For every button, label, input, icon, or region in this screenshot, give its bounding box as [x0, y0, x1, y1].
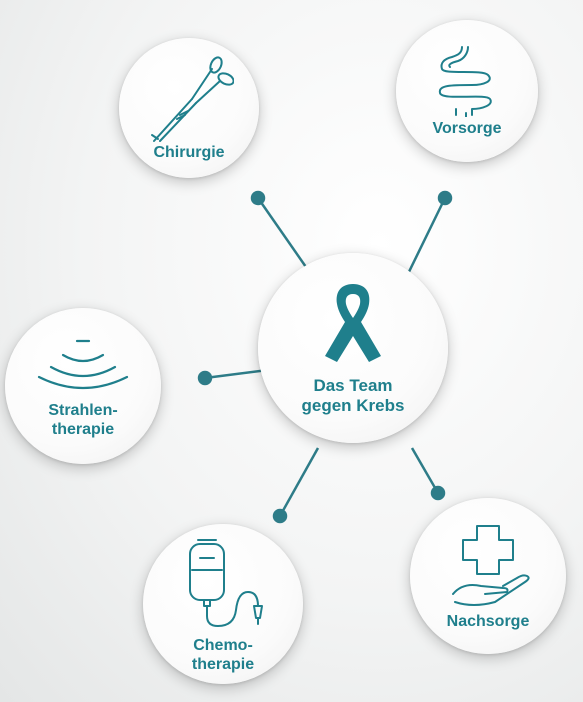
- iv-drip-bag-icon: [189, 539, 263, 627]
- connector-dot-nachsorge: [430, 485, 446, 501]
- connector-strahlentherapie: [204, 368, 269, 380]
- node-nachsorge: Nachsorge: [410, 498, 566, 654]
- hand-with-cross-icon: [452, 524, 530, 606]
- connector-dot-chirurgie: [250, 190, 266, 206]
- node-center-team: Das Team gegen Krebs: [258, 253, 448, 443]
- connector-dot-strahlentherapie: [197, 370, 213, 386]
- connector-nachsorge: [410, 447, 440, 494]
- node-label: Chemo- therapie: [191, 637, 255, 673]
- surgical-clamp-icon: [151, 55, 234, 142]
- connector-vorsorge: [403, 197, 447, 281]
- intestine-icon: [438, 45, 492, 117]
- node-label: Chirurgie: [153, 143, 225, 161]
- connector-dot-chemotherapie: [272, 508, 288, 524]
- node-chemotherapie: Chemo- therapie: [143, 524, 303, 684]
- node-label: Nachsorge: [446, 612, 530, 630]
- connector-dot-vorsorge: [437, 190, 453, 206]
- radiation-waves-icon: [37, 339, 129, 390]
- center-label: Das Team gegen Krebs: [301, 376, 405, 415]
- connector-chemotherapie: [278, 447, 320, 517]
- awareness-ribbon-icon: [325, 284, 381, 362]
- node-label: Strahlen- therapie: [48, 402, 118, 438]
- node-strahlentherapie: Strahlen- therapie: [5, 308, 161, 464]
- node-label: Vorsorge: [432, 119, 502, 137]
- node-chirurgie: Chirurgie: [119, 38, 259, 178]
- node-vorsorge: Vorsorge: [396, 20, 538, 162]
